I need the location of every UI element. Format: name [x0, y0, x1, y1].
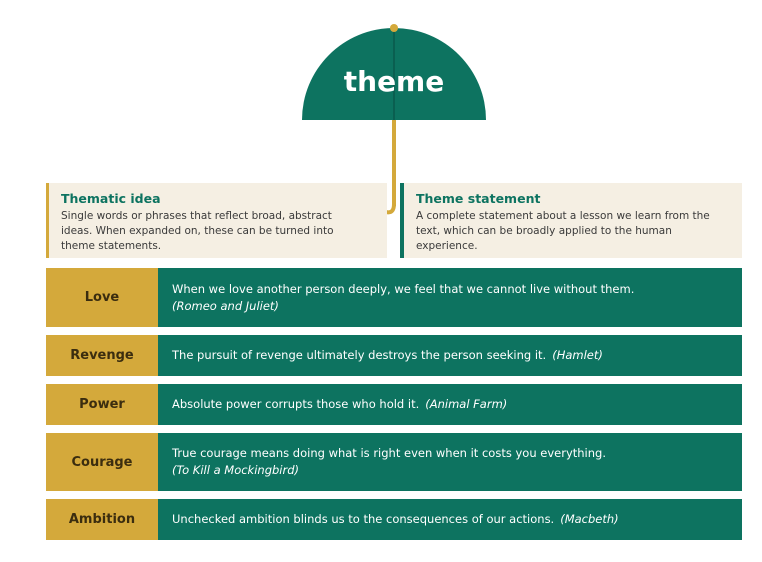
- theme-statement-line: text, which can be broadly applied to th…: [416, 225, 672, 237]
- theme-statement-box: Theme statement A complete statement abo…: [400, 183, 742, 258]
- theme-row-love: Love When we love another person deeply,…: [46, 268, 742, 327]
- umbrella-tip: [390, 24, 398, 32]
- theme-row-ambition: Ambition Unchecked ambition blinds us to…: [46, 499, 742, 540]
- theme-statement-text: A complete statement about a lesson we l…: [416, 209, 732, 254]
- theme-statement-line: The pursuit of revenge ultimately destro…: [172, 347, 742, 364]
- source-title: (To Kill a Mockingbird): [172, 463, 299, 477]
- source-title: (Macbeth): [560, 512, 619, 526]
- theme-statement-text: Absolute power corrupts those who hold i…: [172, 397, 420, 411]
- source-title: (Animal Farm): [425, 397, 508, 411]
- thematic-idea-label: Power: [46, 384, 158, 425]
- theme-statement-cell: Absolute power corrupts those who hold i…: [158, 384, 742, 425]
- diagram-title: theme: [343, 65, 445, 98]
- thematic-idea-box: Thematic idea Single words or phrases th…: [46, 183, 387, 258]
- source-title: (Romeo and Juliet): [172, 298, 279, 313]
- thematic-idea-label: Ambition: [46, 499, 158, 540]
- theme-row-courage: Courage True courage means doing what is…: [46, 433, 742, 491]
- theme-statement-text: Unchecked ambition blinds us to the cons…: [172, 512, 555, 526]
- umbrella-shaft: [392, 120, 396, 206]
- theme-statement-title: Theme statement: [416, 191, 541, 206]
- theme-statement-line: Absolute power corrupts those who hold i…: [172, 396, 742, 413]
- umbrella-handle: [385, 203, 396, 215]
- thematic-idea-line: ideas. When expanded on, these can be tu…: [61, 225, 334, 237]
- theme-statement-cell: True courage means doing what is right e…: [158, 433, 742, 491]
- thematic-idea-text: Single words or phrases that reflect bro…: [61, 209, 377, 254]
- thematic-idea-line: theme statements.: [61, 240, 162, 252]
- theme-statement-text: When we love another person deeply, we f…: [172, 281, 635, 296]
- umbrella-graphic: [302, 24, 486, 215]
- thematic-idea-label: Courage: [46, 433, 158, 491]
- thematic-idea-label: Love: [46, 268, 158, 327]
- theme-statement-text: True courage means doing what is right e…: [172, 446, 606, 460]
- source-title: (Hamlet): [552, 348, 603, 362]
- theme-statement-cell: Unchecked ambition blinds us to the cons…: [158, 499, 742, 540]
- theme-statement-text: The pursuit of revenge ultimately destro…: [172, 348, 547, 362]
- theme-statement-line: Unchecked ambition blinds us to the cons…: [172, 511, 742, 528]
- theme-statement-line: A complete statement about a lesson we l…: [416, 210, 710, 222]
- thematic-idea-line: Single words or phrases that reflect bro…: [61, 210, 332, 222]
- theme-statement-line: experience.: [416, 240, 478, 252]
- thematic-idea-title: Thematic idea: [61, 191, 161, 206]
- theme-statement-cell: The pursuit of revenge ultimately destro…: [158, 335, 742, 376]
- theme-row-power: Power Absolute power corrupts those who …: [46, 384, 742, 425]
- theme-statement-cell: When we love another person deeply, we f…: [158, 268, 742, 327]
- theme-row-revenge: Revenge The pursuit of revenge ultimatel…: [46, 335, 742, 376]
- thematic-idea-label: Revenge: [46, 335, 158, 376]
